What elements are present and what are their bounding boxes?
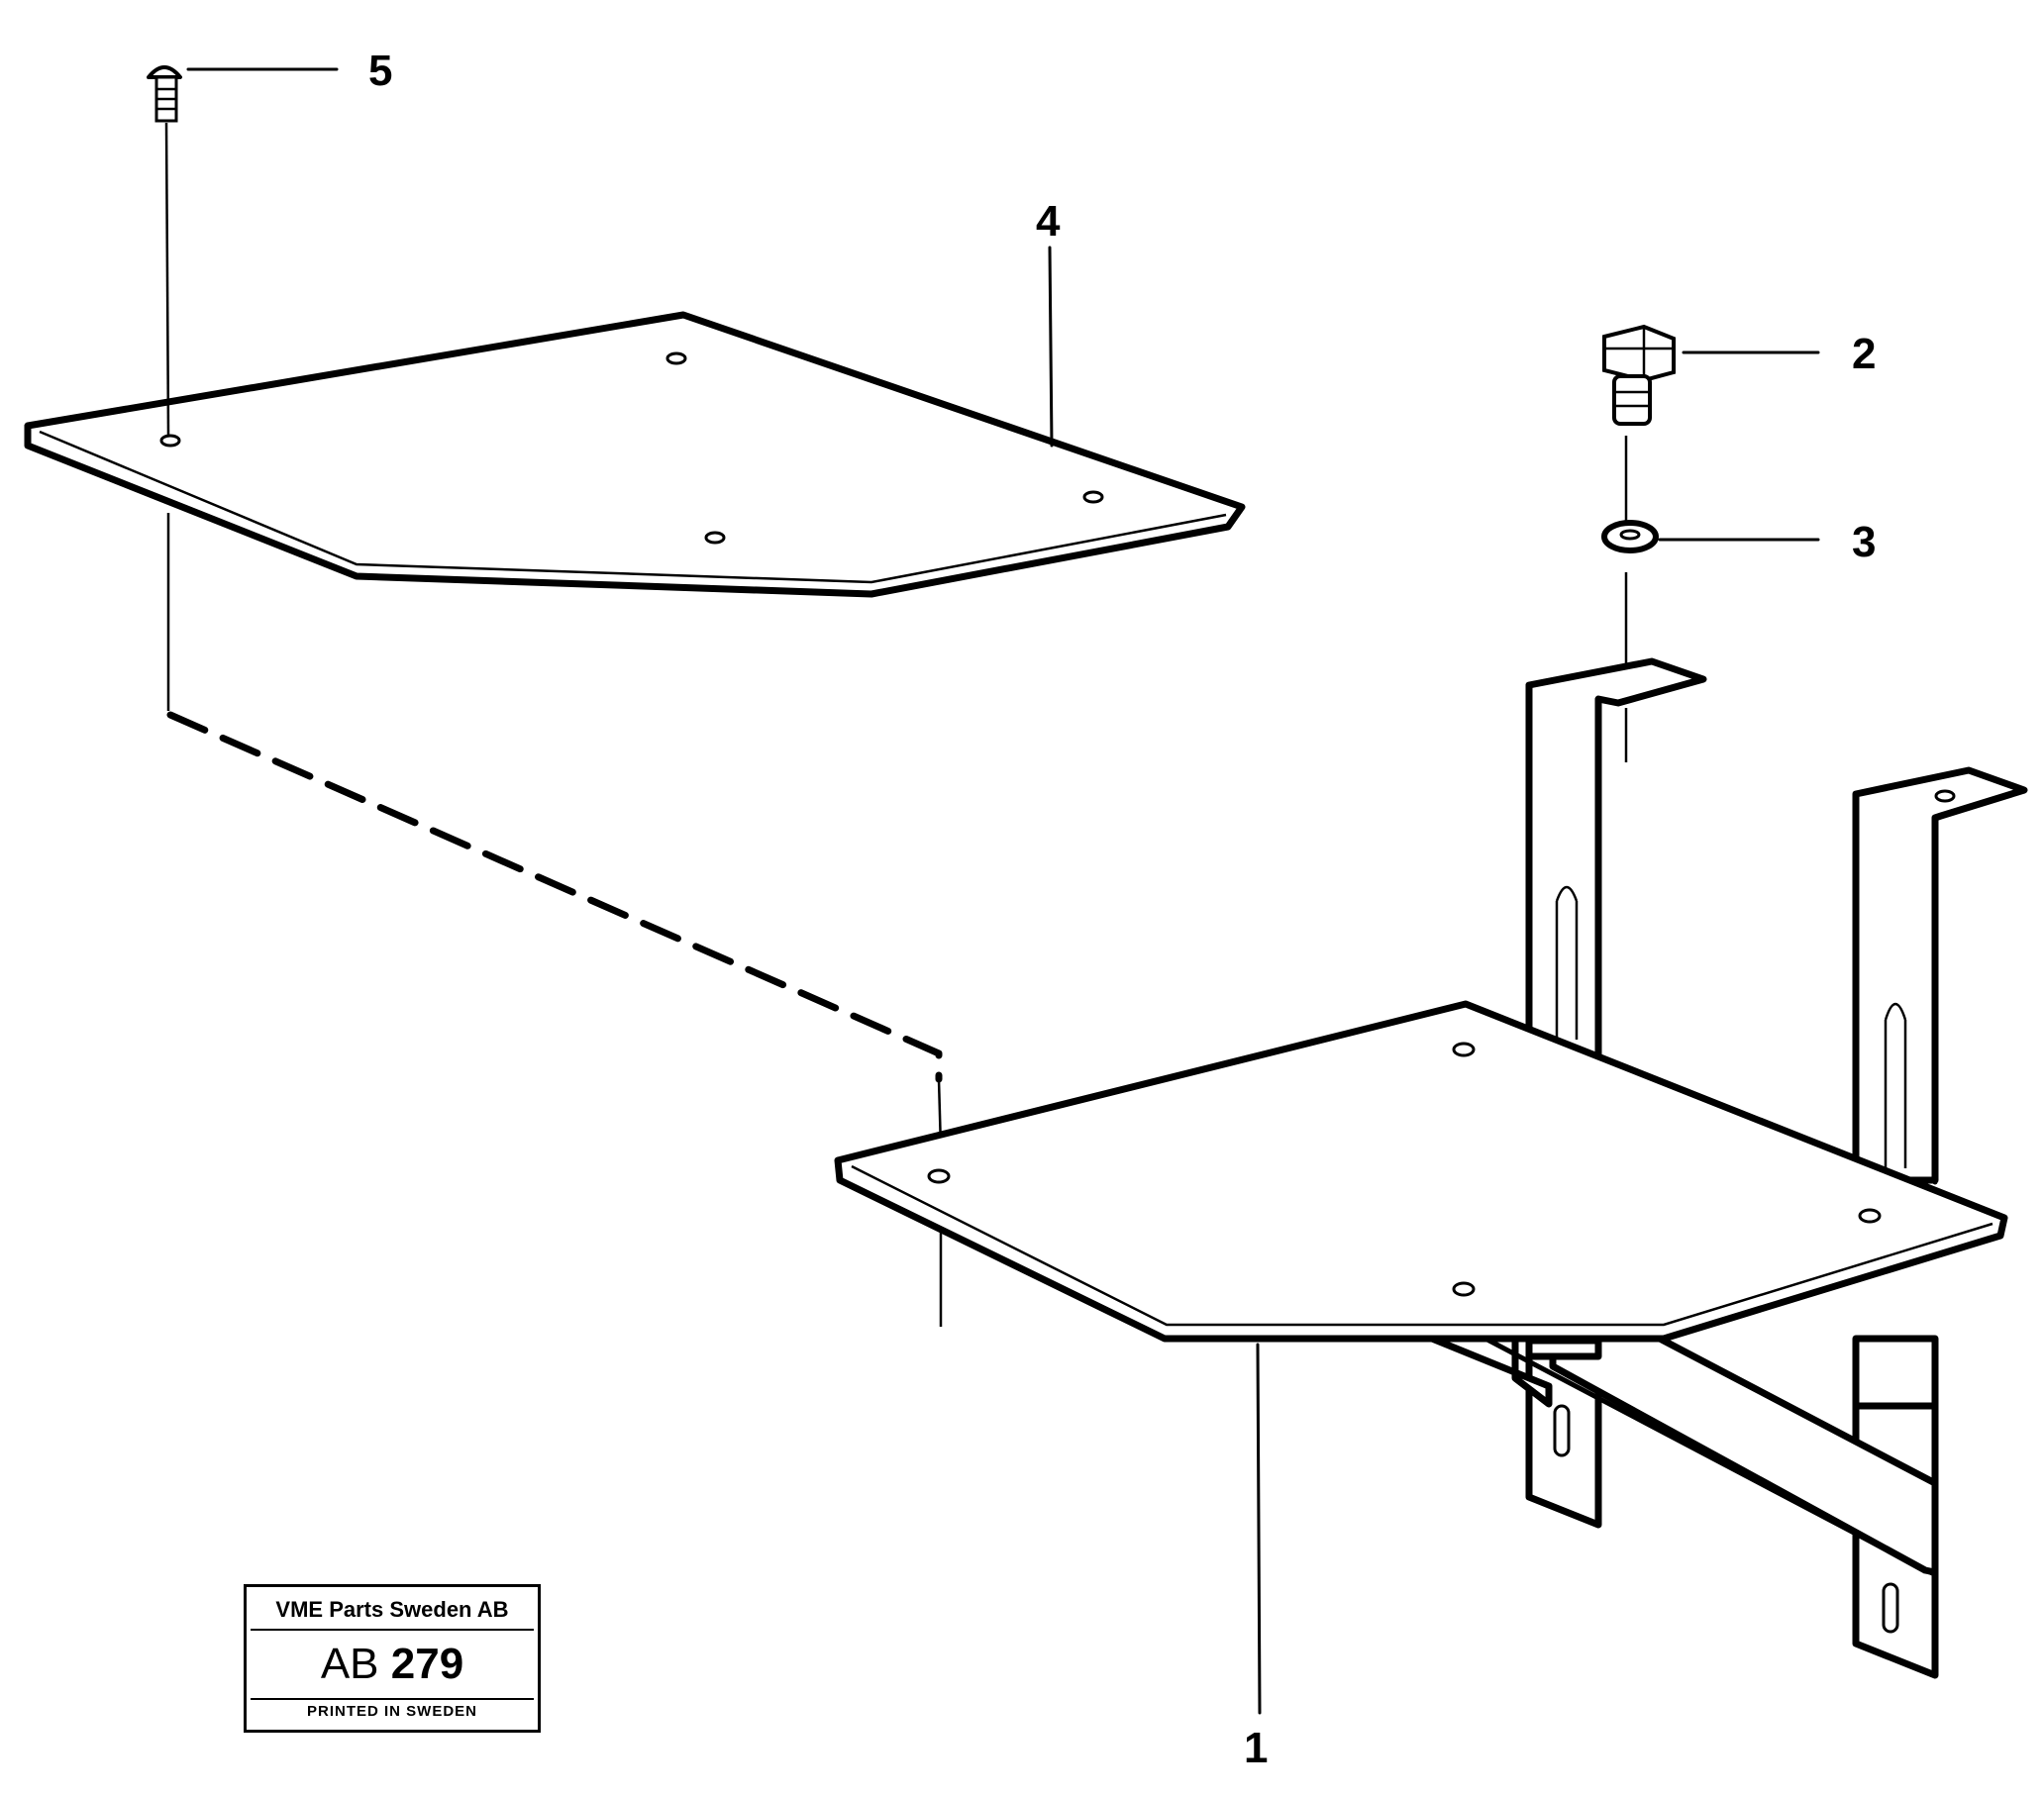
shelf-plate-part-1 — [834, 1000, 2008, 1343]
callout-1: 1 — [1244, 1724, 1268, 1772]
washer-part-3 — [1601, 520, 1820, 553]
hex-bolt-part-2 — [1602, 324, 1820, 426]
diagram-code: AB 279 — [247, 1631, 538, 1698]
support-struts — [1428, 1335, 1939, 1577]
diagram-code-number: 279 — [390, 1640, 464, 1688]
callout-5: 5 — [368, 47, 392, 95]
publisher-label: VME Parts Sweden AB AB 279 PRINTED IN SW… — [244, 1584, 541, 1733]
printed-in-note: PRINTED IN SWEDEN — [251, 1698, 534, 1724]
diagram-code-prefix: AB — [320, 1640, 379, 1688]
leader-line-part-1 — [1256, 1343, 1262, 1715]
publisher-company-name: VME Parts Sweden AB — [251, 1591, 534, 1631]
leader-line-part-4 — [1048, 246, 1054, 448]
callout-2: 2 — [1852, 330, 1876, 378]
cover-plate-part-4 — [24, 311, 1246, 598]
callout-3: 3 — [1852, 518, 1876, 566]
callout-4: 4 — [1036, 197, 1061, 246]
push-rivet-part-5 — [147, 65, 339, 437]
